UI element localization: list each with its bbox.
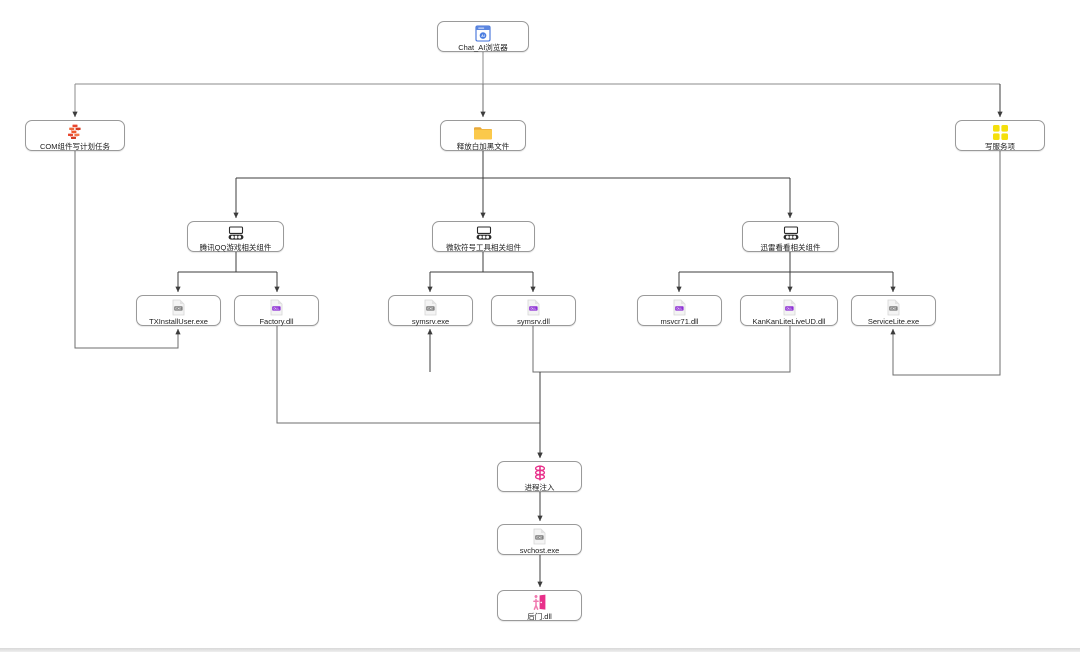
node-release[interactable]: 释放白加黑文件 (440, 120, 526, 151)
node-label: ServiceLite.exe (867, 317, 920, 326)
svg-text:DLL: DLL (530, 307, 536, 311)
dll-file-icon: DLL (672, 299, 687, 316)
node-xunlei-components[interactable]: 迅雷看看相关组件 (742, 221, 839, 252)
yellow-squares-icon (992, 124, 1009, 141)
node-label: msvcr71.dll (660, 317, 699, 326)
node-svchost-exe[interactable]: EXE svchost.exe (497, 524, 582, 555)
edge-release-to-qq (236, 151, 790, 218)
node-service[interactable]: 写服务项 (955, 120, 1045, 151)
edge-xl-to-msvcr (679, 252, 893, 292)
dll-file-icon: DLL (782, 299, 797, 316)
node-label: Factory.dll (259, 317, 294, 326)
node-label: 释放白加黑文件 (456, 142, 510, 151)
svg-text:AI: AI (481, 34, 484, 38)
svg-text:EXE: EXE (427, 307, 433, 311)
node-backdoor-dll[interactable]: 后门.dll (497, 590, 582, 621)
edge-factory-to-inject (276, 326, 543, 459)
node-label: 进程注入 (524, 483, 555, 492)
node-symsrv-exe[interactable]: EXE symsrv.exe (388, 295, 473, 326)
yellow-folder-icon (473, 124, 493, 141)
node-servicelite-exe[interactable]: EXE ServiceLite.exe (851, 295, 936, 326)
svg-text:DLL: DLL (676, 307, 682, 311)
node-root[interactable]: AI Chat_AI浏览器 (437, 21, 529, 52)
exe-file-icon: EXE (886, 299, 901, 316)
node-label: 写服务项 (985, 142, 1015, 151)
edge-ms-to-symsrvexe (430, 252, 533, 292)
red-blocks-icon (66, 124, 84, 141)
svg-text:DLL: DLL (273, 307, 279, 311)
edge-service-to-servicelite (890, 151, 1001, 376)
browser-window-icon: AI (475, 25, 491, 42)
component-icon (779, 225, 803, 242)
exe-file-icon: EXE (423, 299, 438, 316)
edge-qq-to-tx (178, 252, 277, 292)
node-label: symsrv.exe (411, 317, 450, 326)
node-label: svchost.exe (519, 546, 560, 555)
svg-text:DLL: DLL (786, 307, 792, 311)
exe-file-icon: EXE (532, 528, 547, 545)
svg-text:EXE: EXE (890, 307, 896, 311)
node-label: COM组件写计划任务 (40, 142, 110, 151)
node-com[interactable]: COM组件写计划任务 (25, 120, 125, 151)
node-label: TXInstallUser.exe (149, 317, 208, 326)
node-kankanlite-dll[interactable]: DLL KanKanLiteLiveUD.dll (740, 295, 838, 326)
node-qq-components[interactable]: 腾讯QQ游戏相关组件 (187, 221, 284, 252)
node-ms-components[interactable]: 微软符号工具相关组件 (432, 221, 535, 252)
node-label: KanKanLiteLiveUD.dll (752, 317, 826, 326)
component-icon (224, 225, 248, 242)
component-icon (472, 225, 496, 242)
dll-file-icon: DLL (526, 299, 541, 316)
edge-symsrvdll-to-inject (532, 326, 541, 458)
svg-text:EXE: EXE (536, 536, 542, 540)
backdoor-door-icon (531, 594, 549, 611)
edge-kankan-to-inject (540, 326, 791, 373)
injection-icon (531, 465, 549, 482)
node-label: 腾讯QQ游戏相关组件 (199, 243, 272, 252)
node-msvcr71-dll[interactable]: DLL msvcr71.dll (637, 295, 722, 326)
node-label: symsrv.dll (517, 317, 550, 326)
node-txinstalluser-exe[interactable]: EXE TXInstallUser.exe (136, 295, 221, 326)
node-label: 微软符号工具相关组件 (446, 243, 521, 252)
node-factory-dll[interactable]: DLL Factory.dll (234, 295, 319, 326)
node-label: Chat_AI浏览器 (458, 43, 508, 52)
svg-text:EXE: EXE (175, 307, 181, 311)
dll-file-icon: DLL (269, 299, 284, 316)
node-symsrv-dll[interactable]: DLL symsrv.dll (491, 295, 576, 326)
edge-root-to-com (75, 52, 1000, 117)
exe-file-icon: EXE (171, 299, 186, 316)
node-process-injection[interactable]: 进程注入 (497, 461, 582, 492)
node-label: 后门.dll (527, 612, 552, 621)
node-label: 迅雷看看相关组件 (760, 243, 821, 252)
